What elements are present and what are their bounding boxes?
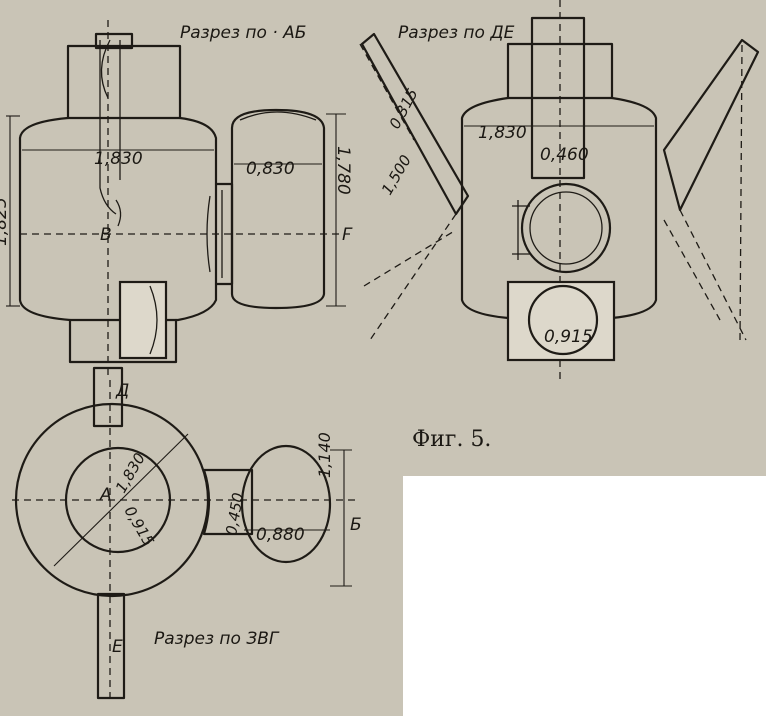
section-de-title: Разрез по ДЕ [398, 23, 515, 43]
blank-white-area [403, 476, 766, 716]
plan-side-height-label: 1,140 [315, 432, 334, 478]
plan-bottom-pipe [96, 592, 126, 700]
ab-height-label: 1,825 [0, 197, 11, 246]
ab-side-top-lens [239, 111, 317, 121]
ab-connector-flange [206, 190, 223, 278]
point-label-e: Е [112, 637, 123, 657]
de-upper-hatch [520, 182, 612, 274]
ab-chute [118, 280, 168, 360]
de-lower-frame [506, 280, 616, 362]
section-zvg-view [12, 366, 360, 700]
figure-caption: Фиг. 5. [412, 427, 491, 452]
ab-diameter-label: 1,830 [94, 149, 143, 169]
ab-side-height-label: 1,780 [333, 146, 353, 195]
plan-side-vessel [240, 444, 332, 564]
ab-top-cap [94, 32, 134, 50]
plan-side-width-label: 0,880 [256, 525, 305, 545]
de-lower-hatch [527, 284, 599, 356]
de-chute-length-label: 1,500 [378, 152, 415, 198]
de-top-neck [506, 42, 614, 100]
ab-chute-lens [149, 285, 158, 355]
plan-neck [202, 468, 254, 536]
point-label-g: Г [342, 225, 353, 245]
de-right-chute [662, 38, 760, 212]
ab-side-width-label: 0,830 [246, 159, 295, 179]
section-zvg-title: Разрез по ЗВГ [154, 629, 280, 649]
ab-vessel-body [18, 116, 218, 322]
ab-v-mark [115, 199, 122, 227]
plan-top-pipe [92, 366, 124, 428]
section-ab-view [6, 20, 350, 380]
plan-outer-label: 1,830 [112, 450, 149, 496]
plan-neck-label: 0,450 [222, 491, 247, 536]
de-pipe-label: 0,460 [540, 145, 589, 165]
ab-inner-pipe [99, 40, 121, 215]
section-ab-title: Разрез по · АБ [180, 23, 306, 43]
ab-top-neck [66, 44, 182, 120]
de-hatch-hinges [512, 200, 530, 260]
de-left-chute [360, 32, 470, 216]
de-hatch-label: 0,915 [544, 327, 593, 347]
point-label-v: В [100, 225, 112, 245]
de-left-chute-ghost [359, 43, 457, 341]
de-right-chute-ghost [663, 43, 747, 341]
point-label-d: Д [115, 381, 129, 401]
ab-side-vessel [230, 108, 326, 310]
point-label-a: А [99, 485, 112, 505]
plan-diagonal [53, 433, 189, 567]
de-diameter-label: 1,830 [478, 123, 527, 143]
ab-bottom-neck [68, 318, 178, 364]
section-de-view [359, 0, 760, 380]
point-label-b: Б [350, 515, 362, 535]
plan-inner-label: 0,915 [121, 503, 158, 549]
